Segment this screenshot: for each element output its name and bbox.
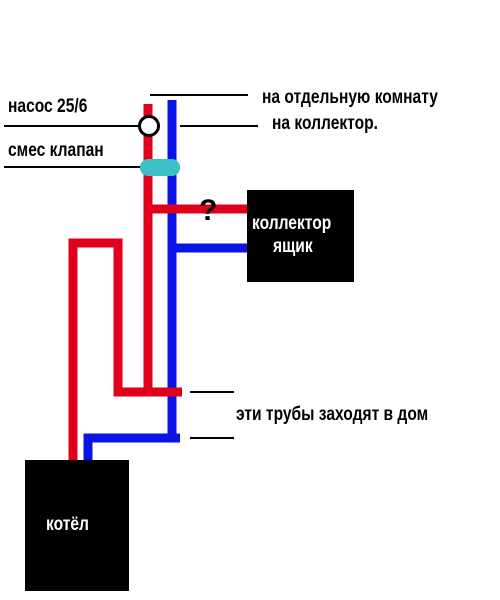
collector-box: коллектор ящик [247,190,354,282]
boiler-box: котёл [25,460,129,591]
supply-pipe-from-boiler [68,238,182,462]
collector-box-label-line2: ящик [273,236,313,257]
question-mark: ? [199,194,218,227]
return-pipe-to-boiler [83,433,180,462]
pipes-enter-house-label: эти трубы заходят в дом [236,404,429,425]
boiler-label: котёл [46,514,89,535]
collector-box-label-line1: коллектор [252,213,332,234]
return-pipes [83,100,250,462]
pump-icon [138,115,160,137]
to-collector-label: на коллектор. [272,113,378,134]
supply-pipes [68,104,250,462]
separate-room-label: на отдельную комнату [262,87,438,108]
pump-label: насос 25/6 [8,96,88,117]
mixing-valve [140,159,180,176]
mixing-valve-label: смес клапан [8,140,104,161]
